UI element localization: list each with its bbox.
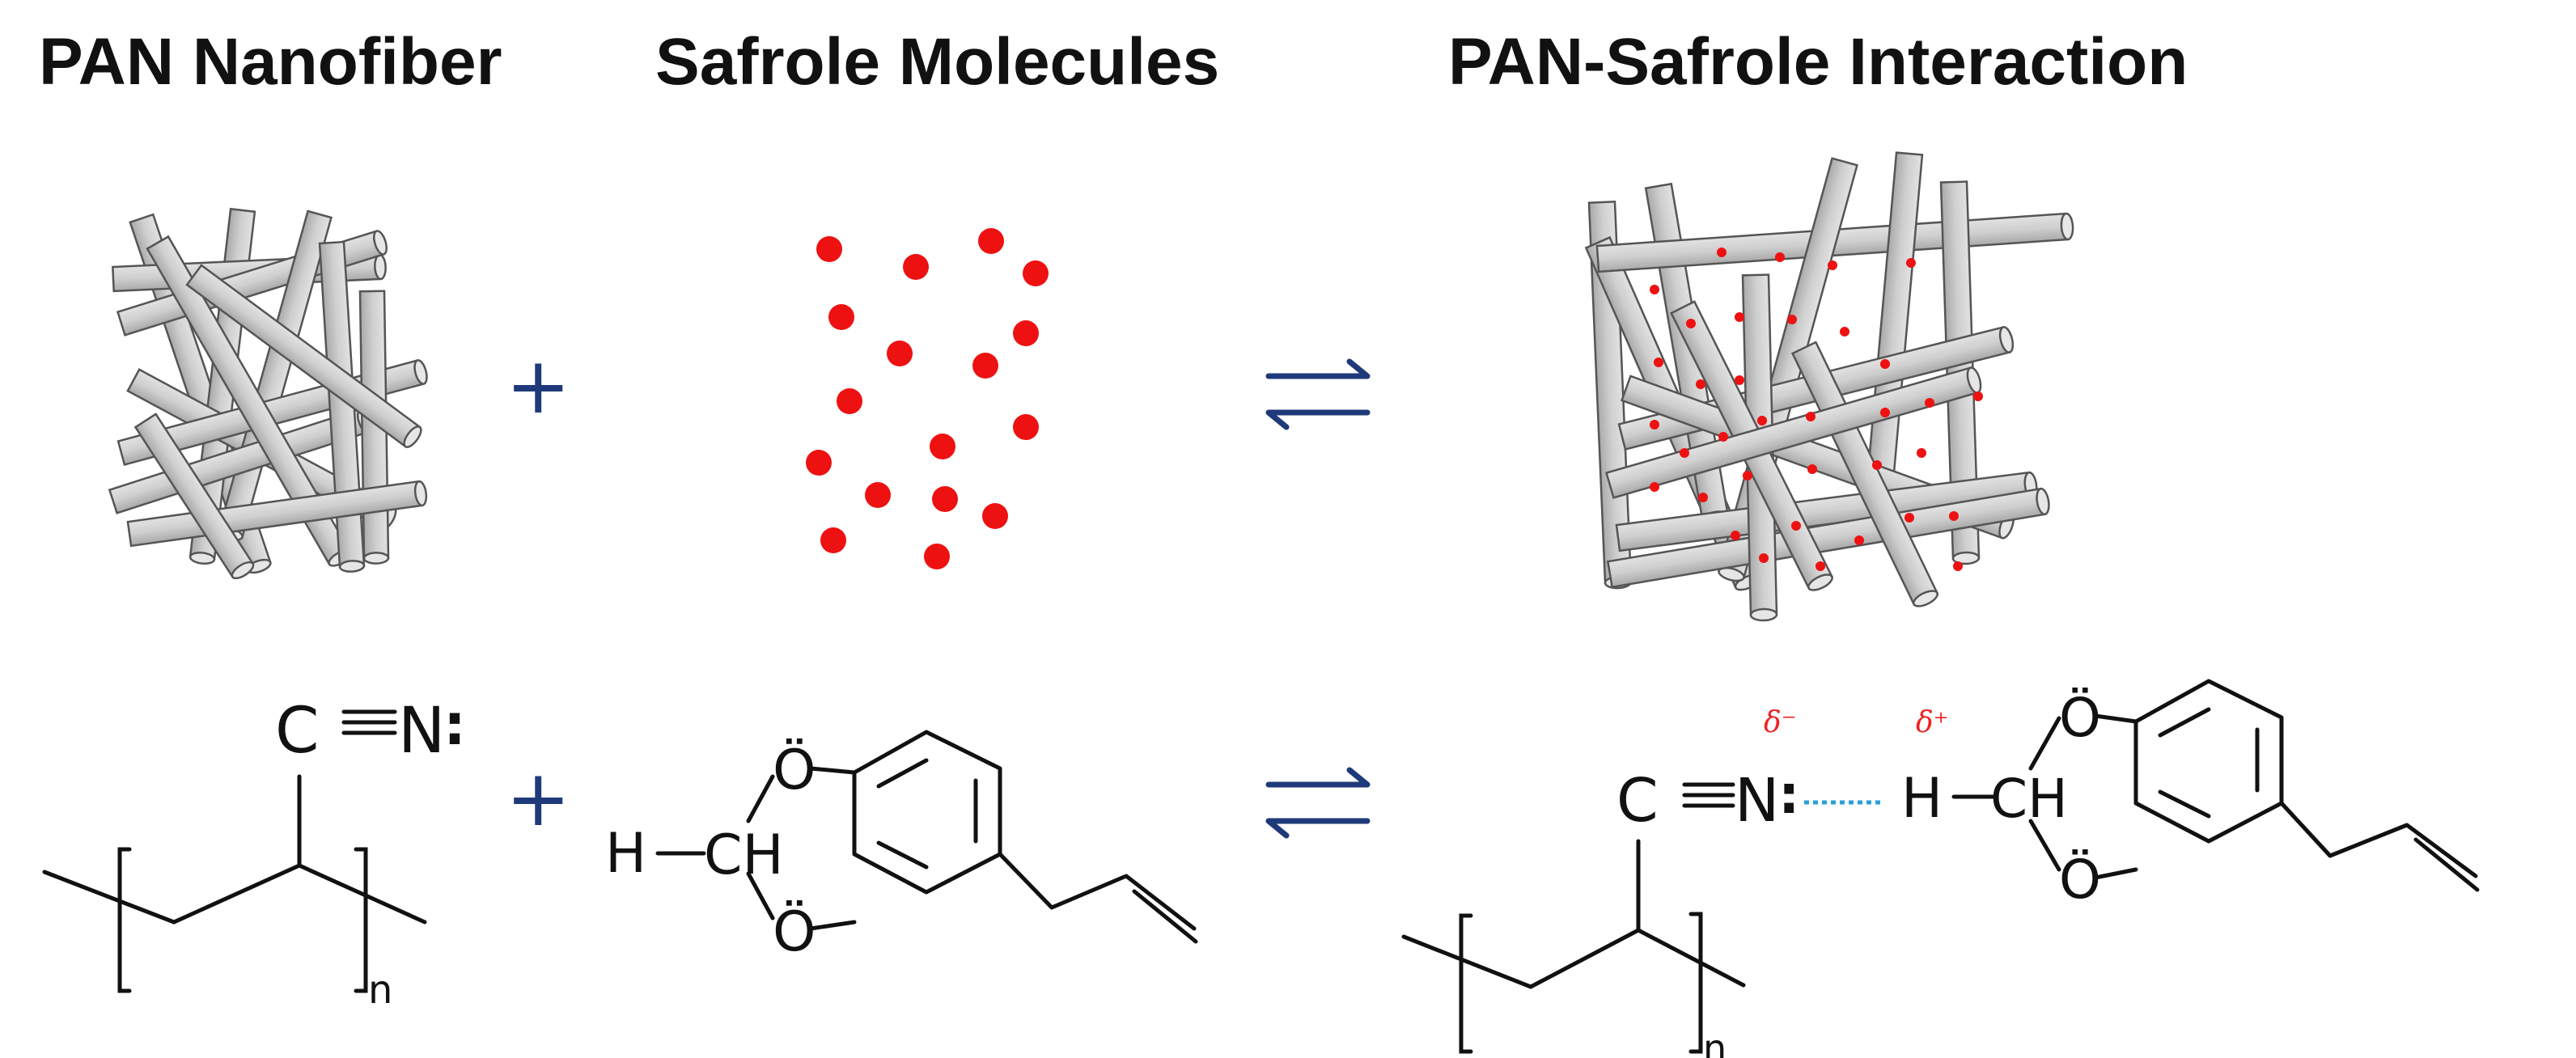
delta-minus-label: δ⁻ xyxy=(1764,706,1797,739)
pan-nanofiber-mat xyxy=(108,207,428,580)
pan-repeat-subscript: n xyxy=(368,967,392,1013)
adsorbed-safrole-dot xyxy=(1949,511,1959,521)
interaction-repeat-subscript: n xyxy=(1703,1026,1727,1058)
safrole-oxygen-top: Ö xyxy=(773,738,816,802)
adsorbed-safrole-dot xyxy=(1880,359,1890,369)
adsorbed-safrole-dot xyxy=(1917,448,1926,458)
adsorbed-safrole-dot xyxy=(1925,398,1934,408)
adsorbed-safrole-dot xyxy=(1680,448,1689,458)
safrole-oxygen-bottom: Ö xyxy=(773,900,816,964)
plus-sign-top: + xyxy=(506,341,570,431)
adsorbed-safrole-dot xyxy=(1696,379,1705,389)
safrole-molecule-dot xyxy=(1013,414,1039,440)
title-safrole-molecules: Safrole Molecules xyxy=(655,25,1220,99)
adsorbed-safrole-dot xyxy=(1775,252,1785,262)
nanofiber-strand xyxy=(185,264,422,448)
adsorbed-safrole-dot xyxy=(1718,432,1728,442)
adsorbed-safrole-dot xyxy=(1806,412,1815,421)
pan-structure xyxy=(42,709,427,993)
safrole-molecule-dots xyxy=(806,228,1049,569)
safrole-molecule-dot xyxy=(978,228,1004,254)
adsorbed-safrole-dot xyxy=(1906,258,1916,268)
adsorbed-safrole-dot xyxy=(1828,260,1837,270)
interaction-safrole-hydrogen: H xyxy=(1901,767,1943,831)
adsorbed-safrole-dot xyxy=(1872,460,1882,470)
interaction-safrole-structure xyxy=(1951,679,2480,892)
adsorbed-safrole-dot xyxy=(1698,493,1708,502)
nanofiber-strand xyxy=(133,413,255,580)
adsorbed-safrole-dot xyxy=(1717,248,1727,257)
adsorbed-safrole-dot xyxy=(1735,375,1744,385)
safrole-structure xyxy=(655,730,1198,944)
pan-nitrile-carbon: C xyxy=(275,695,319,768)
adsorbed-safrole-dot xyxy=(1650,420,1659,430)
safrole-ch: CH xyxy=(704,823,784,887)
safrole-molecule-dot xyxy=(924,544,950,569)
plus-sign-bottom: + xyxy=(506,753,570,844)
safrole-molecule-dot xyxy=(932,486,958,512)
interaction-oxygen-top: Ö xyxy=(2059,687,2101,749)
adsorbed-safrole-dot xyxy=(1973,391,1983,401)
safrole-molecule-dot xyxy=(837,388,862,414)
adsorbed-safrole-dot xyxy=(1807,464,1817,474)
safrole-molecule-dot xyxy=(903,254,929,280)
safrole-molecule-dot xyxy=(972,353,998,379)
adsorbed-safrole-dot xyxy=(1953,561,1963,571)
safrole-molecule-dot xyxy=(806,450,832,476)
adsorbed-safrole-dot xyxy=(1650,285,1659,294)
interaction-pan-structure xyxy=(1401,782,1746,1054)
adsorbed-safrole-dot xyxy=(1650,482,1659,492)
adsorbed-safrole-dot xyxy=(1880,408,1890,417)
safrole-molecule-dot xyxy=(828,304,854,330)
safrole-hydrogen: H xyxy=(605,822,646,886)
delta-plus-label: δ⁺ xyxy=(1916,706,1949,739)
adsorbed-safrole-dot xyxy=(1854,535,1864,545)
interaction-oxygen-bottom: Ö xyxy=(2059,849,2101,911)
interaction-nanofiber-mat xyxy=(1584,151,2074,622)
adsorbed-safrole-dot xyxy=(1815,561,1825,571)
interaction-nitrogen-lone-pair: : xyxy=(1778,764,1799,826)
adsorbed-safrole-dot xyxy=(1731,531,1740,540)
safrole-molecule-dot xyxy=(1013,320,1039,346)
adsorbed-safrole-dot xyxy=(1735,312,1744,322)
adsorbed-safrole-dots xyxy=(1650,248,1983,571)
safrole-molecule-dot xyxy=(820,527,846,553)
nanofiber-strand xyxy=(1606,487,2050,589)
safrole-molecule-dot xyxy=(1023,260,1049,286)
interaction-nitrile-carbon: C xyxy=(1616,766,1659,836)
safrole-molecule-dot xyxy=(930,434,955,459)
title-pan-nanofiber: PAN Nanofiber xyxy=(39,25,502,99)
equilibrium-arrows-top-icon xyxy=(1265,358,1371,430)
adsorbed-safrole-dot xyxy=(1787,315,1797,324)
safrole-molecule-dot xyxy=(865,482,891,508)
interaction-nitrile-nitrogen: N xyxy=(1735,766,1779,836)
adsorbed-safrole-dot xyxy=(1654,358,1663,367)
adsorbed-safrole-dot xyxy=(1791,521,1801,531)
adsorbed-safrole-dot xyxy=(1759,553,1769,563)
adsorbed-safrole-dot xyxy=(1904,513,1914,523)
interaction-safrole-ch: CH xyxy=(1990,768,2068,830)
equilibrium-arrows-bottom-icon xyxy=(1265,767,1371,839)
adsorbed-safrole-dot xyxy=(1743,471,1752,480)
safrole-molecule-dot xyxy=(816,236,842,262)
adsorbed-safrole-dot xyxy=(1840,327,1849,336)
pan-nitrogen-lone-pair: : xyxy=(443,692,466,758)
adsorbed-safrole-dot xyxy=(1686,319,1696,328)
safrole-molecule-dot xyxy=(982,503,1008,529)
adsorbed-safrole-dot xyxy=(1757,416,1767,425)
title-pan-safrole-interaction: PAN-Safrole Interaction xyxy=(1448,25,2188,99)
safrole-molecule-dot xyxy=(887,341,913,366)
pan-nitrile-nitrogen: N xyxy=(398,695,445,768)
